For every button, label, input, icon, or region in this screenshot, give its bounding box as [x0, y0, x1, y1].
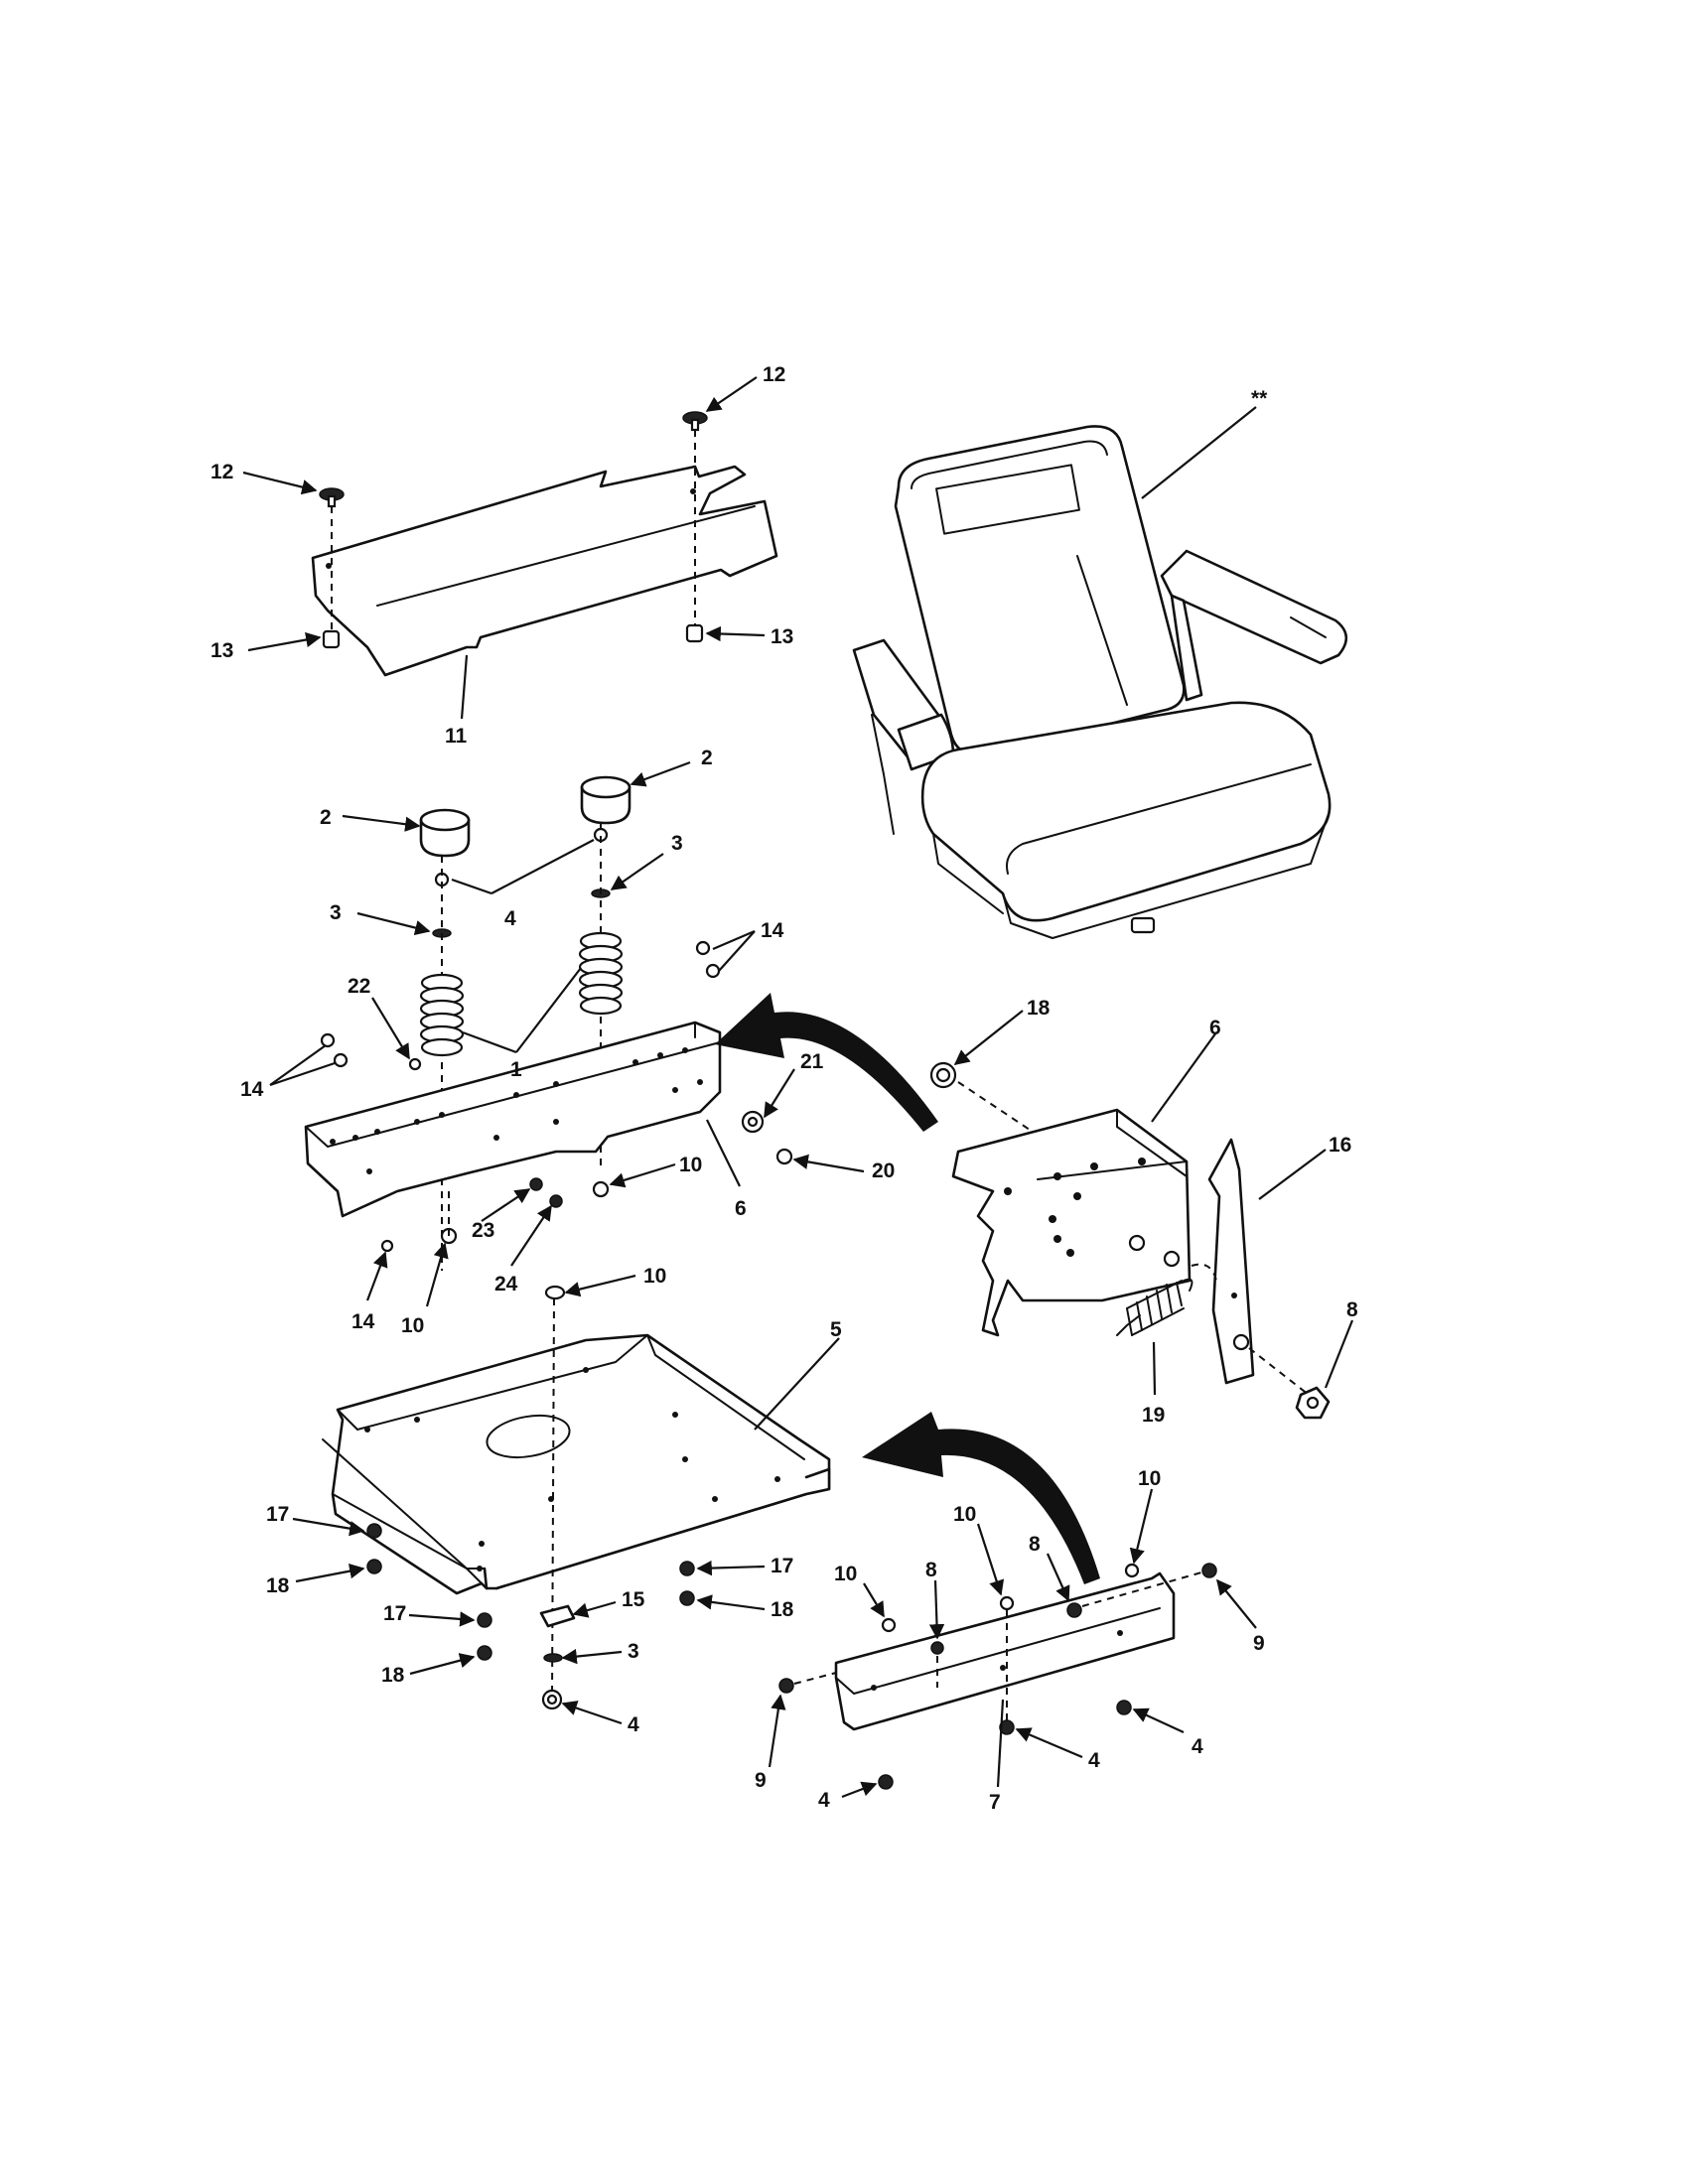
callout-2: 2: [320, 806, 332, 829]
callout-9: 9: [1253, 1632, 1265, 1655]
callout-16: 16: [1329, 1134, 1351, 1157]
part-2-bumper-left: [419, 808, 471, 858]
callout-24: 24: [494, 1273, 518, 1296]
callout-22: 22: [348, 975, 370, 998]
callout-labels: 12 12 13 13 11 ** 2 2 3 3 4 1 14 14 14 2…: [210, 363, 1358, 1814]
callout-6: 6: [1209, 1017, 1221, 1039]
part-7-bracket: [778, 1563, 1217, 1790]
part-1-spring-left: [419, 973, 465, 1057]
callout-4: 4: [818, 1789, 830, 1812]
callout-4: 4: [504, 907, 516, 930]
callout-seat-not-serviced: **: [1251, 387, 1268, 410]
fastener-12-13-right: [682, 411, 708, 643]
callout-10: 10: [834, 1563, 857, 1585]
callout-6: 6: [735, 1197, 747, 1220]
fastener-12-13-left: [319, 487, 345, 649]
callout-3: 3: [330, 901, 342, 924]
callout-8: 8: [1029, 1533, 1041, 1556]
small-hardware-left-bracket: [320, 940, 721, 1253]
callout-3: 3: [628, 1640, 639, 1663]
callout-20: 20: [872, 1160, 895, 1182]
callout-10: 10: [953, 1503, 976, 1526]
callout-12: 12: [763, 363, 785, 386]
part-5-seat-base: [322, 1333, 831, 1595]
callout-21: 21: [800, 1050, 824, 1073]
callout-10: 10: [643, 1265, 666, 1288]
part-16-plate: [1191, 1138, 1310, 1396]
hardware-20-21: [741, 1110, 793, 1165]
hardware-under-base: [366, 1285, 695, 1710]
leader-lines: [242, 376, 1354, 1799]
callout-23: 23: [472, 1219, 494, 1242]
callout-7: 7: [989, 1791, 1001, 1814]
callout-12: 12: [210, 461, 233, 483]
callout-18: 18: [266, 1574, 290, 1597]
callout-4: 4: [1088, 1749, 1100, 1772]
callout-2: 2: [701, 747, 713, 769]
curved-arrow-upper: [715, 993, 938, 1132]
callout-19: 19: [1142, 1404, 1165, 1427]
part-19-spring: [1116, 1278, 1193, 1336]
spring-stack-left: [419, 856, 465, 1271]
part-11-seat-plate: [311, 465, 778, 677]
callout-11: 11: [445, 725, 468, 748]
callout-15: 15: [622, 1588, 645, 1611]
callout-5: 5: [830, 1318, 842, 1341]
callout-18: 18: [1027, 997, 1051, 1020]
callout-4: 4: [1192, 1735, 1203, 1758]
callout-4: 4: [628, 1713, 639, 1736]
callout-17: 17: [383, 1602, 406, 1625]
part-1-spring-right: [578, 931, 624, 1016]
callout-14: 14: [761, 919, 784, 942]
callout-14: 14: [351, 1310, 375, 1333]
callout-3: 3: [671, 832, 683, 855]
callout-8: 8: [925, 1559, 937, 1581]
part-6-seat-bracket-detail: [929, 1061, 1192, 1337]
seat-assembly: [852, 425, 1348, 939]
callout-1: 1: [510, 1058, 522, 1081]
callout-17: 17: [771, 1555, 793, 1577]
callout-8: 8: [1346, 1298, 1358, 1321]
callout-10: 10: [1138, 1467, 1161, 1490]
part-8-bolt-right: [1295, 1386, 1331, 1420]
callout-14: 14: [240, 1078, 264, 1101]
callout-13: 13: [210, 639, 233, 662]
callout-10: 10: [401, 1314, 424, 1337]
callout-18: 18: [771, 1598, 794, 1621]
callout-17: 17: [266, 1503, 289, 1526]
callout-10: 10: [679, 1154, 702, 1176]
callout-13: 13: [771, 625, 793, 648]
curved-arrow-lower: [862, 1412, 1100, 1584]
callout-18: 18: [381, 1664, 405, 1687]
callout-9: 9: [755, 1769, 767, 1792]
part-2-bumper-right: [580, 775, 632, 825]
